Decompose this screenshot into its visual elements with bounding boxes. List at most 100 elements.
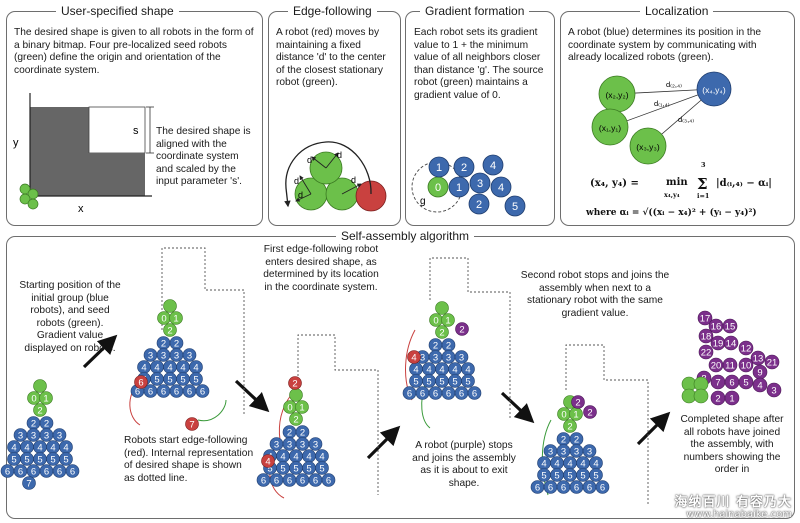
robot-gradient-value: 4 [63,443,68,454]
robot-gradient-value: 1 [173,314,178,325]
blue-robot [595,480,610,494]
robot-gradient-value: 4 [306,452,311,463]
robot-gradient-value: 3 [274,440,279,451]
purple-robot [583,405,597,419]
blue-robot [461,374,475,388]
robot-gradient-value: 2 [433,341,438,352]
robot-gradient-value: 2 [439,328,444,339]
robot-gradient-value: 10 [741,361,752,372]
robot-gradient-value: 2 [300,428,305,439]
equation-where: where αᵢ = √((xᵢ − x₄)² + (yᵢ − y₄)²) [585,207,757,218]
robot-gradient-value: 1 [43,394,48,405]
stage-arrow [500,391,535,424]
robot-gradient-value: 0 [161,314,166,325]
blue-robot [59,452,73,466]
panel-title-localization: Localization [640,4,714,18]
robot-gradient-value: 6 [200,387,205,398]
purple-robot [571,395,585,409]
robot-gradient-value: 6 [148,387,153,398]
gradient-value: 2 [476,199,482,211]
robot-gradient-value: 2 [446,341,451,352]
robot-gradient-value: 0 [287,403,292,414]
caption-purple-stops: A robot (purple) stops and joins the ass… [412,440,516,489]
robot-gradient-value: 5 [280,464,285,475]
red-robot [407,350,421,364]
robot-gradient-value: 6 [472,389,477,400]
robot-gradient-value: 5 [580,471,585,482]
robot-gradient-value: 0 [561,410,566,421]
stage-arrow [366,425,401,460]
robot-gradient-value: 4 [757,381,762,392]
robot-gradient-value: 6 [420,389,425,400]
robot-gradient-value: 4 [167,363,172,374]
gradient-value: 3 [477,178,483,190]
red-robot [185,417,199,431]
scale-label: s [133,125,139,137]
blue-robot [315,461,329,475]
shape-outlines [161,247,649,505]
localization-description: A robot (blue) determines its position i… [568,27,762,64]
shape-outline [161,247,245,415]
panel-title-user-shape: User-specified shape [56,4,179,18]
robot-gradient-value: 2 [293,415,298,426]
panel-title-edge-following: Edge-following [288,4,377,18]
node-label: (x₂,y₂) [605,90,628,100]
robot-gradient-value: 3 [31,431,36,442]
robot-gradient-value: 6 [313,476,318,487]
robot-gradient-value: 15 [725,322,736,333]
gradient-value: 5 [512,201,518,213]
robot-gradient-value: 5 [63,455,68,466]
robot-gradient-value: 11 [725,361,735,372]
purple-robot [764,354,780,370]
gradient-diagram: 0 1 2 1 3 4 2 4 5 [411,154,526,217]
robot-gradient-value: 6 [31,467,36,478]
blue-robot [582,444,597,458]
robot-gradient-value: 6 [70,467,75,478]
distance-d-label: d [351,175,356,185]
robot-gradient-value: 2 [44,419,49,430]
green-robot [39,391,53,405]
gradient-value: 0 [435,182,441,194]
bitmap-cell-filled [30,153,89,196]
robot-gradient-value: 2 [287,428,292,439]
motion-path [284,141,372,208]
node-label: (x₄,y₄) [702,85,726,95]
robot-gradient-value: 3 [459,353,464,364]
robot-gradient-value: 2 [587,408,592,419]
robot-gradient-value: 5 [452,377,457,388]
robot-gradient-value: 4 [265,457,270,468]
blue-robot [182,348,197,362]
equation-sum: Σ [697,175,708,193]
robot-gradient-value: 20 [711,361,722,372]
blue-robot [308,437,323,451]
robot-gradient-value: 3 [446,353,451,364]
robot-gradient-value: 2 [567,422,572,433]
robot-gradient-value: 6 [407,389,412,400]
stage-arrows [82,334,671,460]
robot-gradient-value: 5 [567,471,572,482]
equation-body: |d₍ᵢ,₄₎ − αᵢ| [716,178,772,189]
user-shape-description: The desired shape is given to all robots… [14,27,254,76]
robot-gradient-value: 19 [713,339,724,350]
red-robot [134,375,148,389]
equation-sum-upper: 3 [701,161,706,169]
caption-edge-start: Robots start edge-following (red). Inter… [124,435,254,484]
robot-gradient-value: 6 [44,467,49,478]
robot-gradient-value: 6 [18,467,23,478]
robot-gradient-value: 0 [31,394,36,405]
shape-outline [429,257,511,420]
robot-gradient-value: 5 [50,455,55,466]
robot-gradient-value: 5 [37,455,42,466]
robot-gradient-value: 3 [561,447,566,458]
distance-d-label: d [307,155,312,165]
robot-gradient-value: 2 [459,325,464,336]
green-robot [163,323,177,337]
robot-gradient-value: 5 [541,471,546,482]
robot-gradient-value: 6 [57,467,62,478]
purple-robot [723,335,739,351]
gradient-value: 1 [456,182,462,194]
equation-min-subscript: x₄,y₄ [664,191,680,199]
robot-gradient-value: 5 [293,464,298,475]
gradient-g-label: g [420,196,426,207]
